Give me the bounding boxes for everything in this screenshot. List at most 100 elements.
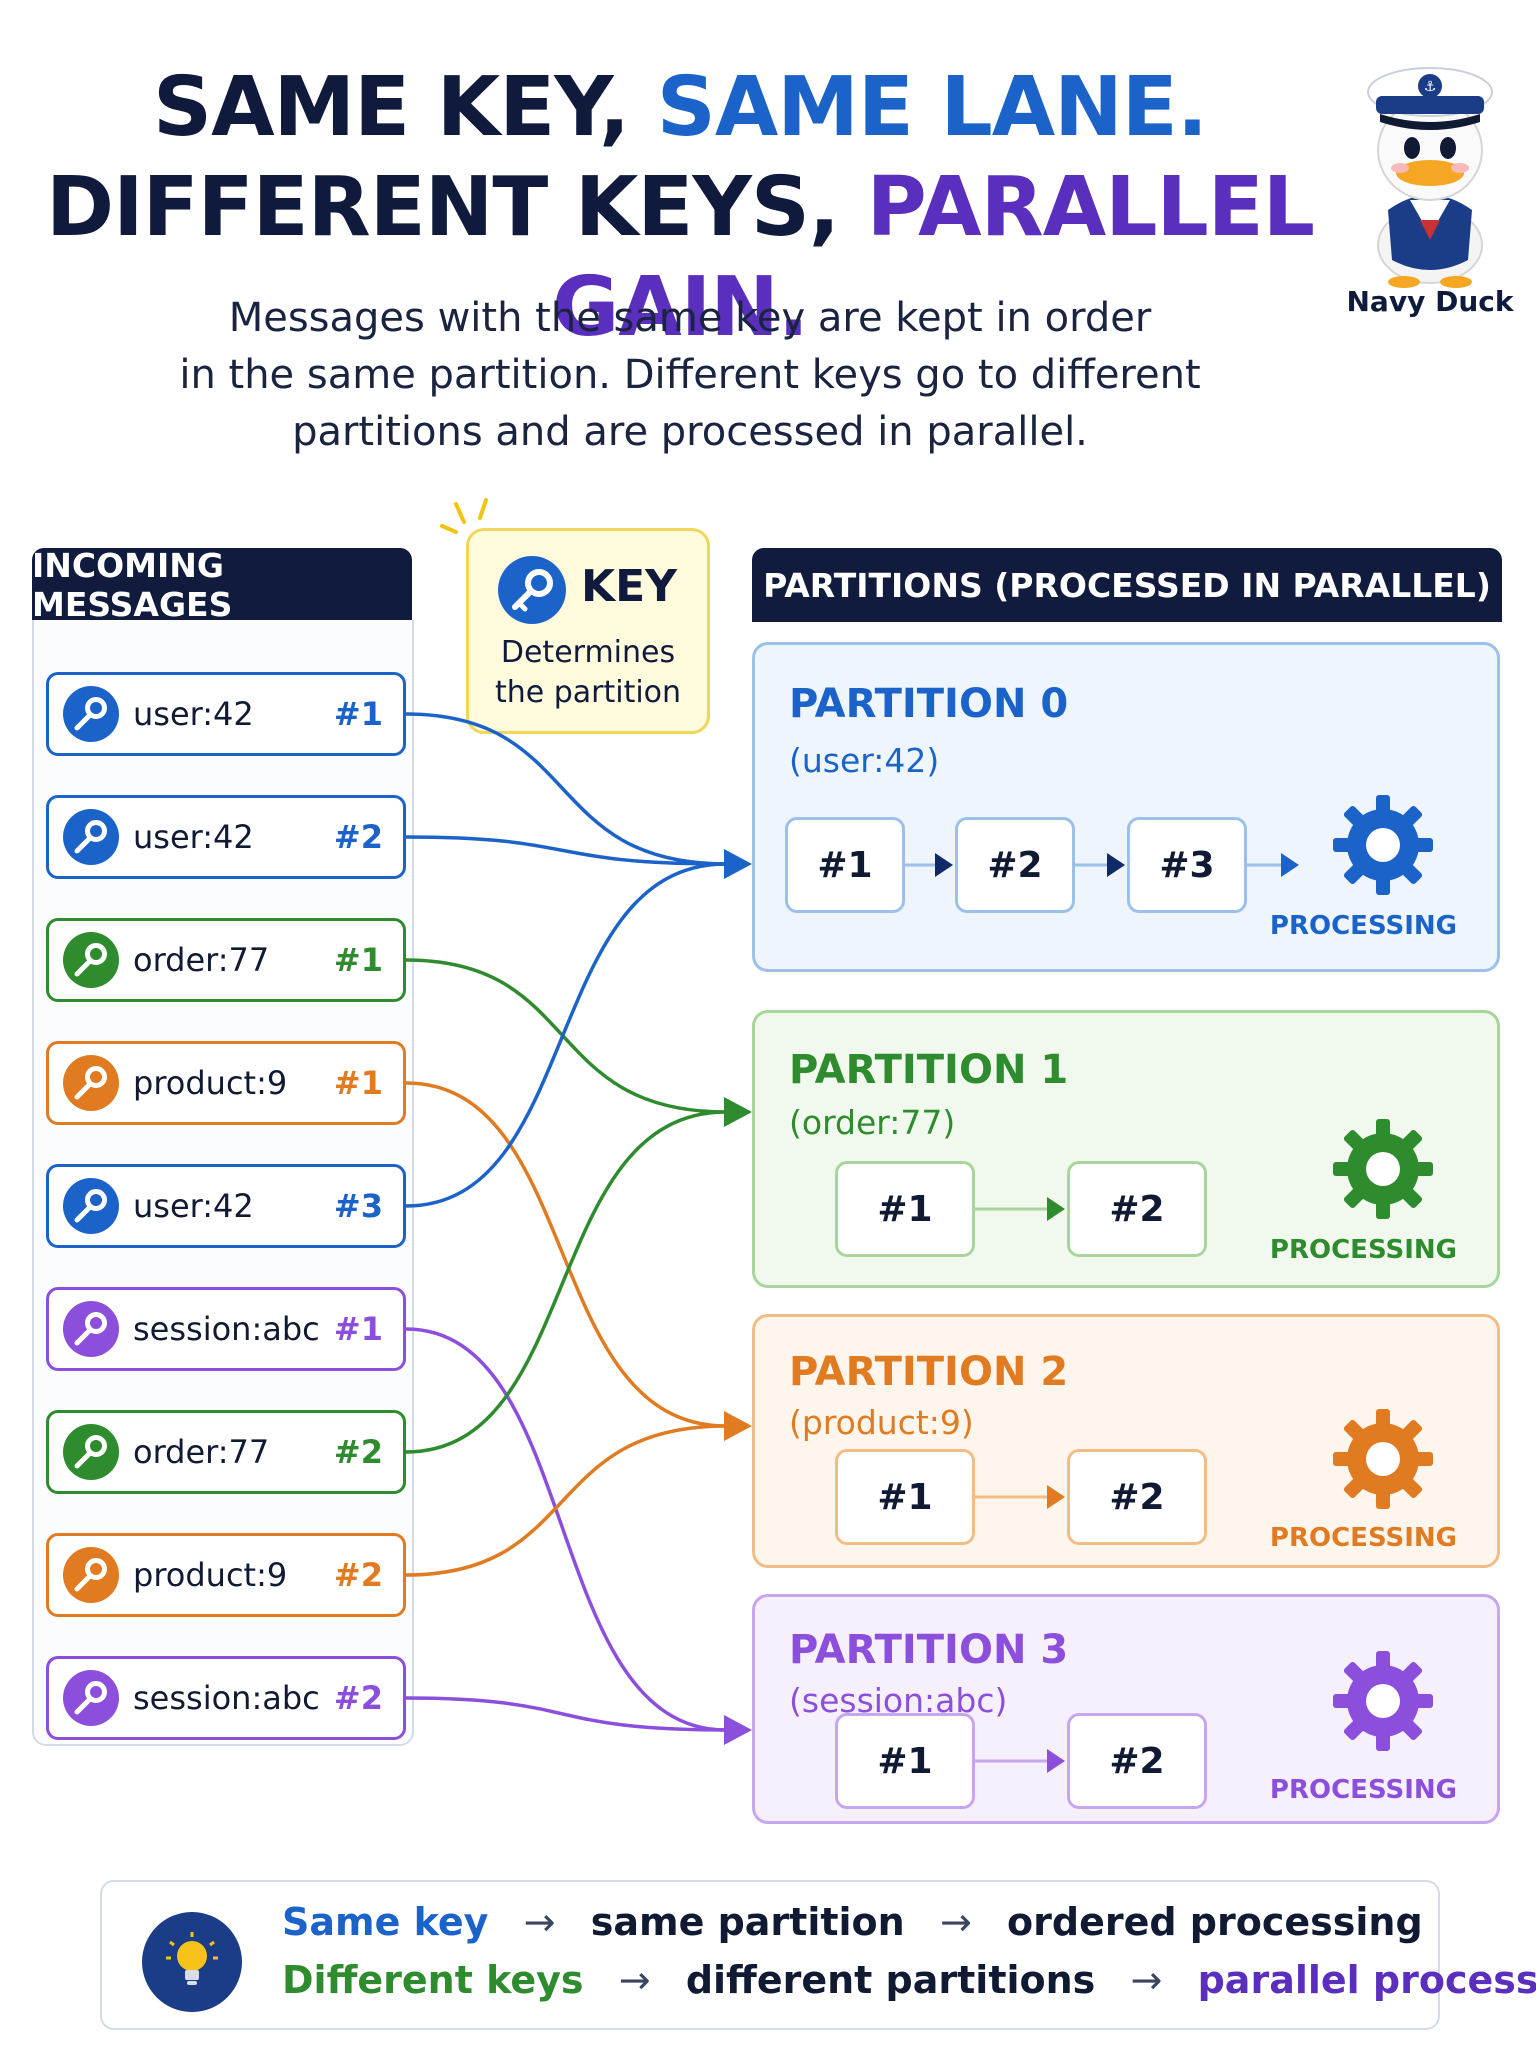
route-line xyxy=(405,1327,727,1732)
queue-slot: #2 xyxy=(955,817,1075,913)
subtitle-line-3: partitions and are processed in parallel… xyxy=(292,409,1088,455)
key-icon xyxy=(63,1547,119,1603)
route-arrowhead xyxy=(724,849,752,879)
queue-slot: #1 xyxy=(835,1161,975,1257)
queue-slot: #3 xyxy=(1127,817,1247,913)
subtitle-line-1: Messages with the same key are kept in o… xyxy=(228,295,1152,341)
key-description: Determines the partition xyxy=(469,633,707,713)
partition-1: PARTITION 1 (order:77) #1 #2 PROCESSING xyxy=(752,1010,1500,1288)
route-line xyxy=(405,1424,727,1577)
message-key: product:9 xyxy=(133,1556,288,1594)
gear-icon xyxy=(1331,793,1435,901)
key-icon xyxy=(63,1424,119,1480)
queue-slot: #1 xyxy=(785,817,905,913)
title-line2-b: PARALLEL GAIN. xyxy=(551,160,1315,355)
queue-arrows xyxy=(975,1749,1065,1773)
key-icon xyxy=(63,1055,119,1111)
route-line xyxy=(405,1696,727,1732)
partition-title: PARTITION 3 xyxy=(789,1627,1069,1673)
message-key: user:42 xyxy=(133,695,254,733)
message-card: order:77 #2 xyxy=(46,1410,406,1494)
message-card: session:abc #1 xyxy=(46,1287,406,1371)
summary-arrow: → xyxy=(523,1900,556,1944)
message-key: session:abc xyxy=(133,1310,320,1348)
summary-different-partitions: different partitions xyxy=(685,1958,1096,2002)
page-title: SAME KEY, SAME LANE. DIFFERENT KEYS, PAR… xyxy=(0,58,1360,358)
queue-slot: #2 xyxy=(1067,1161,1207,1257)
queue-slot: #2 xyxy=(1067,1449,1207,1545)
gear-icon xyxy=(1331,1649,1435,1757)
partition-2: PARTITION 2 (product:9) #1 #2 PROCESSING xyxy=(752,1314,1500,1568)
partition-key: (order:77) xyxy=(789,1103,956,1142)
queue-slot: #2 xyxy=(1067,1713,1207,1809)
key-icon xyxy=(63,1178,119,1234)
message-card: session:abc #2 xyxy=(46,1656,406,1740)
message-key: order:77 xyxy=(133,1433,270,1471)
summary-row-different-keys: Different keys → different partitions → … xyxy=(282,1958,1536,2002)
message-key: order:77 xyxy=(133,941,270,979)
summary-ordered-processing: ordered processing xyxy=(1007,1900,1423,1944)
partitions-header: PARTITIONS (PROCESSED IN PARALLEL) xyxy=(752,548,1502,622)
partition-title: PARTITION 2 xyxy=(789,1349,1069,1395)
key-icon xyxy=(63,809,119,865)
navy-duck-mascot-icon: ⚓ xyxy=(1367,67,1493,288)
partition-3: PARTITION 3 (session:abc)#1#2 PROCESSING xyxy=(752,1594,1500,1824)
message-card: user:42 #1 xyxy=(46,672,406,756)
key-icon xyxy=(498,556,566,624)
key-desc-line-2: the partition xyxy=(494,675,682,710)
incoming-header: INCOMING MESSAGES xyxy=(32,546,412,624)
summary-different-keys: Different keys xyxy=(282,1958,584,2002)
queue-slot: #1 xyxy=(835,1449,975,1545)
title-line1-b: SAME LANE. xyxy=(656,60,1208,155)
message-card: product:9 #1 xyxy=(46,1041,406,1125)
processing-label: PROCESSING xyxy=(1269,1523,1457,1553)
route-arrowhead xyxy=(724,1715,752,1745)
route-arrowhead xyxy=(724,1097,752,1127)
message-seq: #1 xyxy=(333,695,383,733)
route-line xyxy=(405,1081,727,1428)
summary-row-same-key: Same key → same partition → ordered proc… xyxy=(282,1900,1445,1944)
key-tooltip: KEY Determines the partition xyxy=(466,528,710,734)
svg-text:⚓: ⚓ xyxy=(1424,79,1437,95)
partition-title: PARTITION 1 xyxy=(789,1047,1069,1093)
gear-icon xyxy=(1331,1117,1435,1225)
key-icon xyxy=(63,1670,119,1726)
message-seq: #1 xyxy=(333,1310,383,1348)
key-icon xyxy=(63,1301,119,1357)
route-line xyxy=(405,835,727,866)
mascot-name: Navy Duck xyxy=(1346,285,1514,318)
message-key: session:abc xyxy=(133,1679,320,1717)
route-line xyxy=(405,958,727,1114)
route-line xyxy=(405,862,727,1208)
summary-arrow: → xyxy=(618,1958,651,2002)
summary-parallel-processing: parallel processing xyxy=(1197,1958,1536,2002)
partition-0: PARTITION 0 (user:42)#1#2#3 PROCESSING xyxy=(752,642,1500,972)
processing-label: PROCESSING xyxy=(1269,1235,1457,1265)
sparkle-icon xyxy=(440,498,488,534)
message-seq: #2 xyxy=(333,818,383,856)
summary-same-partition: same partition xyxy=(590,1900,905,1944)
key-icon xyxy=(63,686,119,742)
message-card: user:42 #2 xyxy=(46,795,406,879)
route-line xyxy=(405,1110,727,1454)
message-seq: #1 xyxy=(333,1064,383,1102)
partition-key: (product:9) xyxy=(789,1403,974,1442)
summary-arrow: → xyxy=(1130,1958,1163,2002)
route-arrowhead xyxy=(724,1411,752,1441)
message-card: order:77 #1 xyxy=(46,918,406,1002)
summary-box: Same key → same partition → ordered proc… xyxy=(100,1880,1536,2030)
message-card: product:9 #2 xyxy=(46,1533,406,1617)
key-desc-line-1: Determines xyxy=(500,635,676,670)
partition-title: PARTITION 0 xyxy=(789,681,1069,727)
gear-icon xyxy=(1331,1407,1435,1515)
key-icon xyxy=(63,932,119,988)
message-seq: #2 xyxy=(333,1433,383,1471)
queue-arrows xyxy=(905,853,1299,877)
message-key: user:42 xyxy=(133,818,254,856)
message-seq: #2 xyxy=(333,1679,383,1717)
subtitle-line-2: in the same partition. Different keys go… xyxy=(179,352,1201,398)
queue-arrows xyxy=(975,1485,1065,1509)
message-key: user:42 xyxy=(133,1187,254,1225)
message-seq: #2 xyxy=(333,1556,383,1594)
